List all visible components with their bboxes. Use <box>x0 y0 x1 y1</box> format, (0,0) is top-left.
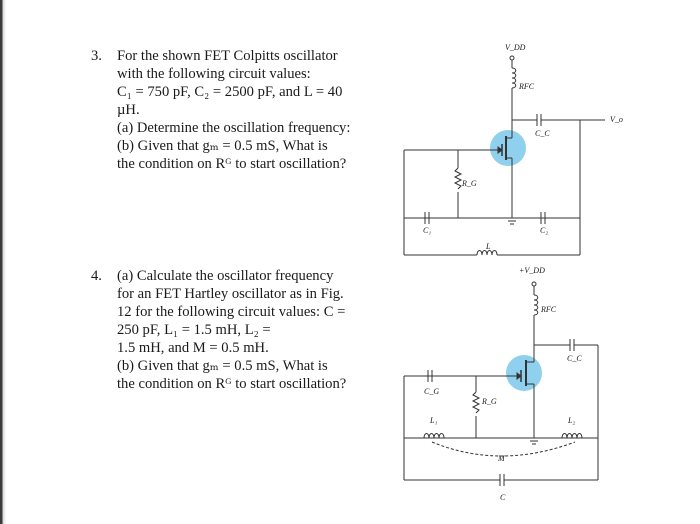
problem-3-line-2: with the following circuit values: <box>117 66 311 82</box>
hartley-m-label: M <box>497 454 506 463</box>
problem-4: 4. (a) Calculate the oscillator frequency… <box>91 267 381 393</box>
hartley-l2-label: L₂ <box>567 416 575 425</box>
problem-3-number: 3. <box>91 48 102 64</box>
colpitts-c2-label: C₂ <box>540 226 548 235</box>
hartley-rg-label: R_G <box>481 397 497 406</box>
colpitts-fet-highlight <box>490 130 526 166</box>
hartley-rg-resistor <box>471 391 481 414</box>
hartley-vdd-terminal <box>531 281 537 287</box>
problem-4-number: 4. <box>91 268 102 284</box>
problem-3-line-6: (b) Given that gₘ = 0.5 mS, What is <box>117 138 328 154</box>
problem-3: 3.For the shown FET Colpitts oscillator … <box>91 47 381 173</box>
hartley-gate-arrow <box>516 372 522 380</box>
problem-4-line-3: 12 for the following circuit values: C = <box>117 304 346 320</box>
problem-3-line-1: For the shown FET Colpitts oscillator <box>117 48 338 64</box>
problem-4-line-5: 1.5 mH, and M = 0.5 mH. <box>117 340 269 356</box>
hartley-cg-label: C_G <box>424 387 439 396</box>
problem-4-line-1: (a) Calculate the oscillator frequency <box>117 268 334 284</box>
colpitts-vo-label: V_o <box>610 115 623 124</box>
hartley-l1-label: L₁ <box>429 416 437 425</box>
hartley-cc-label: C_C <box>567 354 582 363</box>
hartley-c-label: C <box>500 493 506 502</box>
hartley-rfc-label: RFC <box>540 305 557 314</box>
colpitts-gate-arrow <box>497 146 503 154</box>
colpitts-vdd-label: V_DD <box>505 43 526 52</box>
colpitts-l-inductor <box>476 250 498 256</box>
colpitts-rfc-inductor <box>511 67 517 89</box>
problem-3-line-7: the condition on Rᴳ to start oscillation… <box>117 156 347 172</box>
problem-3-line-5: (a) Determine the oscillation frequency: <box>117 120 351 136</box>
colpitts-cc-label: C_C <box>535 129 550 138</box>
problem-3-line-4: µH. <box>117 102 140 118</box>
problem-4-line-6: (b) Given that gₘ = 0.5 mS, What is <box>117 358 328 374</box>
hartley-l1-inductor <box>423 433 445 439</box>
problem-3-line-3: C₁ = 750 pF, C₂ = 2500 pF, and L = 40 <box>117 84 343 100</box>
colpitts-rg-resistor <box>453 167 463 190</box>
colpitts-rfc-label: RFC <box>518 82 535 91</box>
hartley-rfc-inductor <box>533 294 539 316</box>
problem-4-line-4: 250 pF, L₁ = 1.5 mH, L₂ = <box>117 322 271 338</box>
colpitts-rg-label: R_G <box>461 179 477 188</box>
colpitts-l-label: L <box>485 242 491 251</box>
colpitts-circuit <box>403 55 605 256</box>
hartley-vdd-label: +V_DD <box>519 266 545 275</box>
hartley-fet-highlight <box>506 355 542 391</box>
hartley-l2-inductor <box>561 433 583 439</box>
problem-4-line-7: the condition on Rᴳ to start oscillation… <box>117 376 347 392</box>
colpitts-c1-label: C₁ <box>423 226 431 235</box>
hartley-circuit <box>403 281 599 486</box>
left-window-edge <box>0 0 6 524</box>
problem-4-line-2: for an FET Hartley oscillator as in Fig. <box>117 286 344 302</box>
colpitts-vdd-terminal <box>509 55 515 61</box>
hartley-mutual-coupling <box>431 441 576 457</box>
